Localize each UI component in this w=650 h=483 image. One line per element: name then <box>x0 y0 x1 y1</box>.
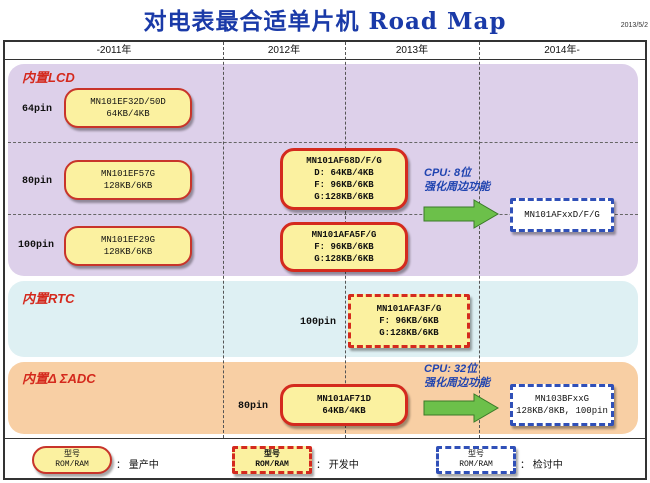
chip-mn101afa3f: MN101AFA3F/G F: 96KB/6KB G:128KB/6KB <box>348 294 470 348</box>
chip-spec: D: 64KB/4KB <box>314 168 374 178</box>
pin-label: 64pin <box>22 104 53 115</box>
cpu-note: CPU: 8位 强化周边功能 <box>424 166 490 194</box>
note-line: 强化周边功能 <box>424 181 490 193</box>
chip-name: MN101EF32D/50D <box>90 97 166 107</box>
year-divider <box>223 42 224 438</box>
lcd-label: 内置LCD <box>22 70 75 85</box>
legend-mass-text: ： 量产中 <box>116 460 159 471</box>
chip-mn101af71d: MN101AF71D 64KB/4KB <box>280 384 408 426</box>
adc-label: 内置Δ ΣADC <box>22 371 96 386</box>
note-line: CPU: 32位 <box>424 363 478 375</box>
year-label: 2012年 <box>267 45 301 56</box>
legend-chip-line: ROM/RAM <box>55 460 89 469</box>
note-line: 强化周边功能 <box>424 377 490 389</box>
chip-mn103bfxxg: MN103BFxxG 128KB/8KB, 100pin <box>510 384 614 426</box>
chip-mn101ef32d: MN101EF32D/50D 64KB/4KB <box>64 88 192 128</box>
arrow-icon <box>423 393 499 423</box>
date-label: 2013/5/2 <box>620 22 648 29</box>
chip-spec: G:128KB/6KB <box>314 254 374 264</box>
chip-spec: 128KB/8KB, 100pin <box>516 406 608 416</box>
legend-dev-text: ： 开发中 <box>316 460 359 471</box>
year-label: -2011年 <box>96 45 132 56</box>
year-label: 2013年 <box>395 45 429 56</box>
chip-spec: F: 96KB/6KB <box>379 316 439 326</box>
legend-chip-line: 型号 <box>64 450 80 459</box>
chip-spec: G:128KB/6KB <box>379 328 439 338</box>
legend-chip-line: 型号 <box>264 450 280 459</box>
chip-spec: 64KB/4KB <box>322 406 366 416</box>
legend-dev-chip: 型号 ROM/RAM <box>232 446 312 474</box>
chip-mn101afxxd: MN101AFxxD/F/G <box>510 198 614 232</box>
pin-label: 80pin <box>22 176 53 187</box>
timeline-bar: -2011年 2012年 2013年 2014年- <box>5 42 645 60</box>
chip-name: MN101AFxxD/F/G <box>524 210 600 220</box>
chip-name: MN103BFxxG <box>534 394 589 404</box>
chip-mn101af68d: MN101AF68D/F/G D: 64KB/4KB F: 96KB/6KB G… <box>280 148 408 210</box>
chip-name: MN101AF68D/F/G <box>306 156 382 166</box>
legend <box>5 438 645 478</box>
chip-spec: 128KB/6KB <box>103 181 153 191</box>
legend-chip-line: ROM/RAM <box>255 460 289 469</box>
pin-label: 100pin <box>300 317 337 328</box>
rtc-label: 内置RTC <box>22 291 75 306</box>
chip-mn101afa5f: MN101AFA5F/G F: 96KB/6KB G:128KB/6KB <box>280 222 408 272</box>
year-label: 2014年- <box>544 45 580 56</box>
row-divider <box>8 214 638 215</box>
year-divider <box>479 42 480 438</box>
chip-spec: G:128KB/6KB <box>314 192 374 202</box>
legend-plan-text: ： 检讨中 <box>520 460 563 471</box>
chip-name: MN101AFA3F/G <box>376 304 442 314</box>
legend-chip-line: ROM/RAM <box>459 460 493 469</box>
row-divider <box>8 142 638 143</box>
legend-plan-chip: 型号 ROM/RAM <box>436 446 516 474</box>
legend-mass-chip: 型号 ROM/RAM <box>32 446 112 474</box>
chip-mn101ef57g: MN101EF57G 128KB/6KB <box>64 160 192 200</box>
arrow-icon <box>423 199 499 229</box>
pin-label: 100pin <box>18 240 55 251</box>
chip-spec: F: 96KB/6KB <box>314 180 374 190</box>
legend-chip-line: 型号 <box>468 450 484 459</box>
chip-name: MN101AFA5F/G <box>311 230 377 240</box>
chip-name: MN101EF29G <box>100 235 155 245</box>
page-title: 对电表最合适单片机 Road Map <box>143 8 507 35</box>
chip-spec: F: 96KB/6KB <box>314 242 374 252</box>
chip-mn101ef29g: MN101EF29G 128KB/6KB <box>64 226 192 266</box>
chip-spec: 128KB/6KB <box>103 247 153 257</box>
rtc-zone <box>8 281 638 357</box>
chip-spec: 64KB/4KB <box>106 109 150 119</box>
note-line: CPU: 8位 <box>424 167 472 179</box>
pin-label: 80pin <box>238 401 269 412</box>
chip-name: MN101AF71D <box>316 394 371 404</box>
chip-name: MN101EF57G <box>100 169 155 179</box>
cpu-note: CPU: 32位 强化周边功能 <box>424 362 490 390</box>
